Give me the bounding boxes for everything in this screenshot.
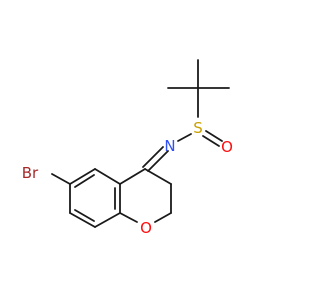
bromine-label: Br — [22, 164, 39, 182]
tert-butyl-group — [167, 59, 230, 118]
bond-c8-c7-inner — [74, 209, 95, 222]
atom-bromine: Br — [22, 164, 39, 182]
bond-sulfur-nitrogen — [177, 133, 192, 142]
molecule-structure: Br O N S O — [22, 59, 233, 237]
bond-o1-c8a — [119, 212, 138, 223]
bond-c4-c4a — [119, 168, 146, 185]
bond-c8a-c8 — [94, 212, 121, 228]
bond-c4-c3 — [144, 168, 172, 185]
sulfinyl-group — [177, 130, 223, 147]
benzene-ring — [69, 168, 121, 228]
bond-c6-bromine — [51, 173, 71, 185]
nitrogen-label: N — [164, 137, 175, 155]
atom-sulfur: S — [193, 119, 203, 137]
bond-c8-c7 — [69, 212, 96, 228]
bond-imine-double-b — [142, 146, 164, 168]
bond-sulfur-oxygen-b — [202, 135, 220, 147]
ring-oxygen-label: O — [140, 219, 152, 237]
atom-oxygen-sulfinyl: O — [221, 138, 233, 156]
bond-c2-o1 — [154, 212, 172, 223]
imine-group — [142, 146, 169, 172]
sulfinyl-oxygen-label: O — [221, 138, 233, 156]
bond-c5-c4a — [94, 168, 121, 185]
bond-sulfur-oxygen-a — [205, 130, 223, 142]
bond-c6-c5-inner — [74, 174, 95, 188]
atom-oxygen-ring: O — [140, 219, 152, 237]
chromane-pyran-ring — [119, 168, 172, 223]
bond-imine-double-a — [147, 150, 169, 172]
sulfur-label: S — [193, 119, 203, 137]
bond-c6-c5 — [69, 168, 96, 185]
atom-nitrogen: N — [164, 137, 175, 155]
